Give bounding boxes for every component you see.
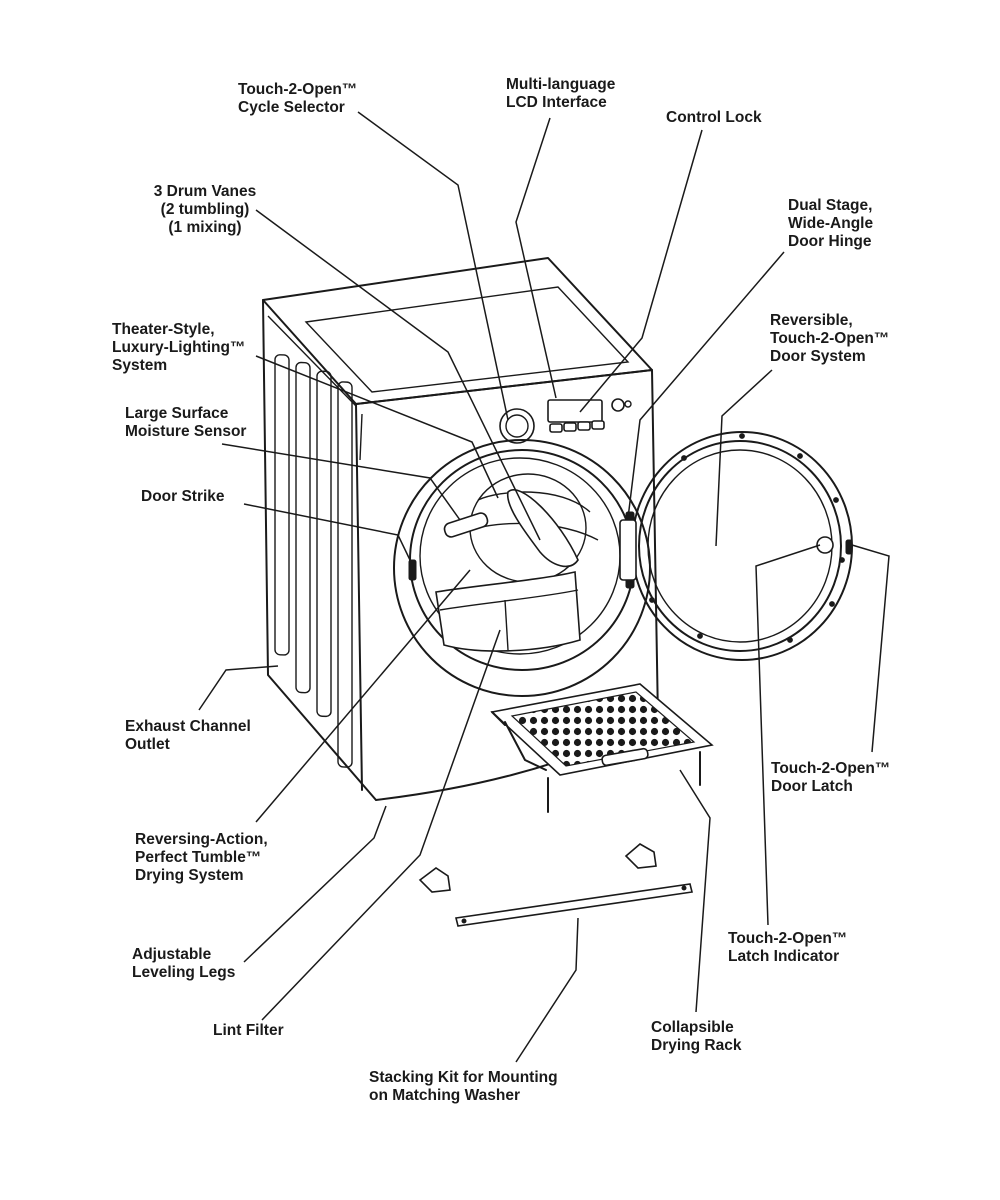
label-stacking-kit: Stacking Kit for Mounting on Matching Wa… xyxy=(369,1069,558,1104)
label-door-system: Reversible, Touch-2-Open™ Door System xyxy=(770,312,890,365)
label-door-hinge: Dual Stage, Wide-Angle Door Hinge xyxy=(788,197,874,250)
stacking-kit xyxy=(418,843,693,927)
side-vents xyxy=(274,354,353,768)
label-door-latch: Touch-2-Open™ Door Latch xyxy=(771,760,891,795)
label-cycle-selector: Touch-2-Open™ Cycle Selector xyxy=(238,81,358,116)
label-drying-rack: Collapsible Drying Rack xyxy=(651,1019,742,1054)
control-panel xyxy=(499,398,632,444)
label-leveling-legs: Adjustable Leveling Legs xyxy=(132,946,236,981)
label-moisture-sensor: Large Surface Moisture Sensor xyxy=(125,405,247,440)
label-lighting-system: Theater-Style, Luxury-Lighting™ System xyxy=(112,321,246,374)
label-drying-system: Reversing-Action, Perfect Tumble™ Drying… xyxy=(135,831,268,884)
label-exhaust-outlet: Exhaust Channel Outlet xyxy=(125,718,251,753)
drum-opening xyxy=(393,439,651,697)
label-control-lock: Control Lock xyxy=(666,109,762,126)
label-lint-filter: Lint Filter xyxy=(213,1022,284,1039)
leader-lines xyxy=(198,111,890,1063)
label-door-strike: Door Strike xyxy=(141,488,225,505)
dryer-cabinet xyxy=(262,257,659,801)
drying-rack xyxy=(490,683,714,813)
label-latch-indicator: Touch-2-Open™ Latch Indicator xyxy=(728,930,848,965)
label-lcd-interface: Multi-language LCD Interface xyxy=(506,76,616,111)
open-door xyxy=(619,431,853,661)
label-drum-vanes: 3 Drum Vanes (2 tumbling) (1 mixing) xyxy=(153,183,257,236)
